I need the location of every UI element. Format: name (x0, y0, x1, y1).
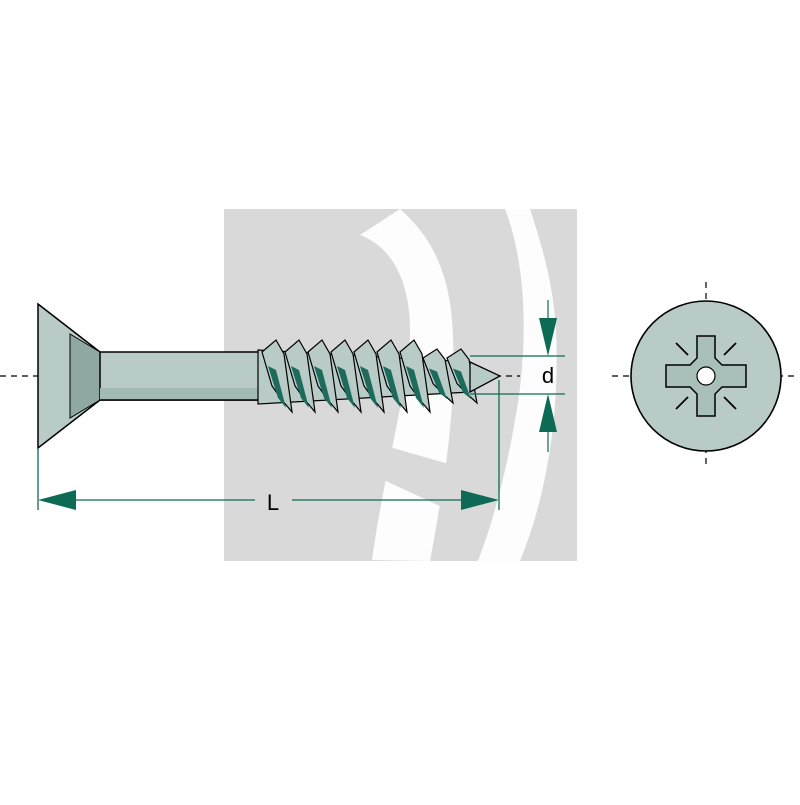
thread-shade (406, 366, 424, 408)
thread-shade (383, 366, 401, 408)
thread-shade (314, 366, 332, 408)
arrow-right (461, 490, 499, 510)
screw-tip (469, 360, 502, 394)
arrow-up (539, 394, 557, 432)
length-dimension: L (37, 380, 500, 515)
screw-threads (257, 339, 478, 414)
screw-shank (99, 351, 261, 401)
thread-shade (453, 368, 471, 399)
thread-shade (429, 368, 447, 399)
thread-shade (268, 366, 286, 408)
thread-shade (360, 366, 378, 408)
thread-shade (291, 366, 309, 408)
diameter-dimension: d (470, 300, 565, 452)
screw-head-side (37, 302, 101, 450)
diameter-label: d (542, 363, 554, 388)
length-label: L (267, 490, 279, 515)
arrow-left (38, 490, 76, 510)
pozidriv-recess-head-view (612, 282, 798, 468)
thread-shade (337, 366, 355, 408)
arrow-down (539, 318, 557, 356)
